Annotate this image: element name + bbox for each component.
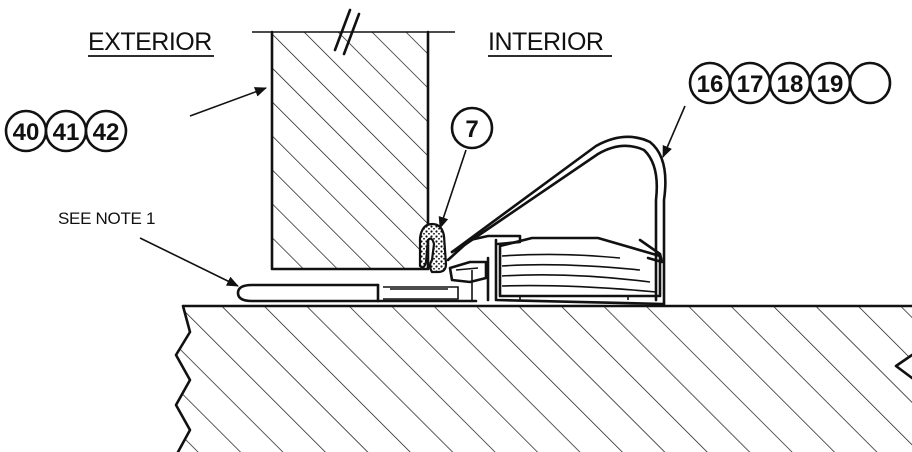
leader-lines — [139, 87, 686, 287]
callout-number: 17 — [737, 71, 764, 98]
callout-bubble — [450, 106, 494, 150]
leader-gasket — [438, 149, 467, 229]
callout-number: 42 — [93, 119, 120, 146]
callout-number: 7 — [465, 116, 478, 143]
callout-group-stop: 16 17 18 19 — [688, 61, 892, 105]
see-note-label: SEE NOTE 1 — [58, 209, 155, 228]
callout-number: 40 — [13, 119, 40, 146]
sill-flashing — [236, 283, 478, 303]
break-mark-left — [333, 8, 352, 52]
interior-label: INTERIOR — [488, 28, 603, 56]
exterior-label: EXTERIOR — [88, 28, 212, 56]
break-mark-right — [342, 12, 361, 56]
callout-number: 18 — [777, 71, 804, 98]
callout-bubble — [848, 61, 892, 105]
callout-bubble — [84, 109, 128, 153]
glazing-gasket — [418, 222, 448, 274]
leader-note — [139, 237, 239, 287]
callout-number: 41 — [53, 119, 80, 146]
callout-number: 19 — [817, 71, 844, 98]
callout-number: 16 — [697, 71, 724, 98]
substrate-section — [174, 304, 912, 452]
interior-stop-profile — [446, 135, 667, 306]
leader-stop — [662, 105, 686, 158]
leader-glass — [189, 87, 267, 117]
glass-panel-section — [252, 8, 455, 271]
setting-block — [498, 236, 664, 300]
callout-group-gasket: 7 — [450, 106, 494, 150]
callout-group-glass: 40 41 42 — [4, 109, 128, 153]
